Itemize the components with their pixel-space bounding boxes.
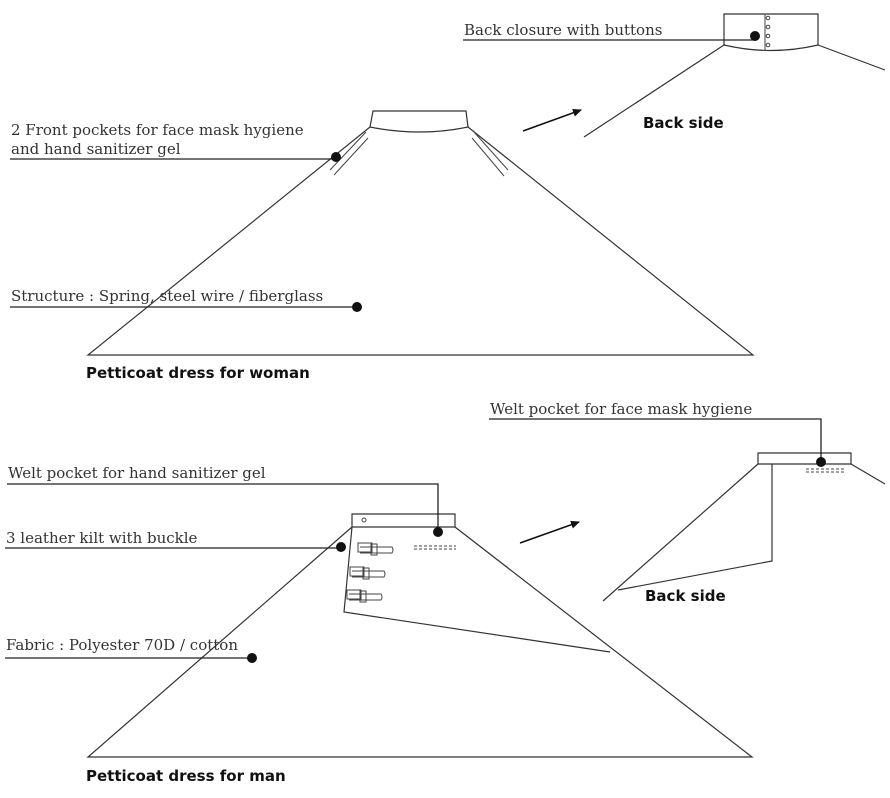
button-icon	[765, 42, 771, 48]
callout-kilt: 3 leather kilt with buckle	[5, 529, 346, 552]
man-back-view	[602, 452, 886, 602]
man-back-outline	[602, 463, 886, 602]
man-back-caption: Back side	[645, 587, 726, 605]
callout-dot-icon	[816, 457, 826, 467]
man-waistband	[351, 513, 456, 528]
woman-collar	[369, 110, 469, 133]
callout-dot-icon	[336, 542, 346, 552]
woman-back-collar	[723, 13, 819, 52]
man-caption: Petticoat dress for man	[86, 767, 286, 785]
man-dress-outline	[86, 526, 754, 758]
callout-dot-icon	[331, 152, 341, 162]
callout-dot-icon	[433, 527, 443, 537]
woman-back-view	[583, 13, 886, 138]
right-front-pocket	[471, 131, 509, 177]
man-back-waistband	[757, 452, 852, 465]
woman-caption: Petticoat dress for woman	[86, 364, 310, 382]
buckle-icon	[346, 589, 383, 603]
man-back-welt-pocket	[806, 468, 846, 473]
man-dress-front	[86, 513, 754, 758]
callout-front-pockets-line1: 2 Front pockets for face mask hygiene	[11, 121, 304, 139]
woman-dress-front	[86, 110, 755, 356]
callout-structure-label: Structure : Spring, steel wire / fibergl…	[11, 287, 323, 305]
button-icon	[765, 24, 771, 30]
callout-welt-face-mask: Welt pocket for face mask hygiene	[489, 400, 826, 467]
callout-fabric-label: Fabric : Polyester 70D / cotton	[6, 636, 238, 654]
callout-dot-icon	[247, 653, 257, 663]
button-icon	[765, 15, 771, 21]
callout-welt-sanitizer: Welt pocket for hand sanitizer gel	[7, 464, 443, 537]
callout-kilt-label: 3 leather kilt with buckle	[6, 529, 198, 547]
callout-front-pockets-line2: and hand sanitizer gel	[11, 140, 181, 158]
button-icon	[765, 33, 771, 39]
left-front-pocket	[329, 131, 369, 176]
button-icon	[361, 517, 367, 523]
callout-welt-sanitizer-label: Welt pocket for hand sanitizer gel	[8, 464, 266, 482]
arrow-icon	[522, 108, 582, 132]
kilt-panel	[343, 526, 611, 653]
woman-back-outline	[583, 44, 886, 138]
callout-structure: Structure : Spring, steel wire / fibergl…	[10, 287, 362, 312]
buckle-icon	[349, 566, 386, 580]
callout-dot-icon	[750, 31, 760, 41]
callout-front-pockets: 2 Front pockets for face mask hygiene an…	[10, 121, 341, 162]
arrow-icon	[519, 520, 580, 544]
callout-back-closure: Back closure with buttons	[463, 21, 760, 41]
buckle-icon	[357, 542, 394, 556]
woman-dress-outline	[86, 126, 755, 356]
woman-back-caption: Back side	[643, 114, 724, 132]
man-welt-pocket	[414, 545, 456, 550]
callout-dot-icon	[352, 302, 362, 312]
callout-welt-face-mask-label: Welt pocket for face mask hygiene	[490, 400, 752, 418]
callout-fabric: Fabric : Polyester 70D / cotton	[5, 636, 257, 663]
callout-back-closure-label: Back closure with buttons	[464, 21, 662, 39]
